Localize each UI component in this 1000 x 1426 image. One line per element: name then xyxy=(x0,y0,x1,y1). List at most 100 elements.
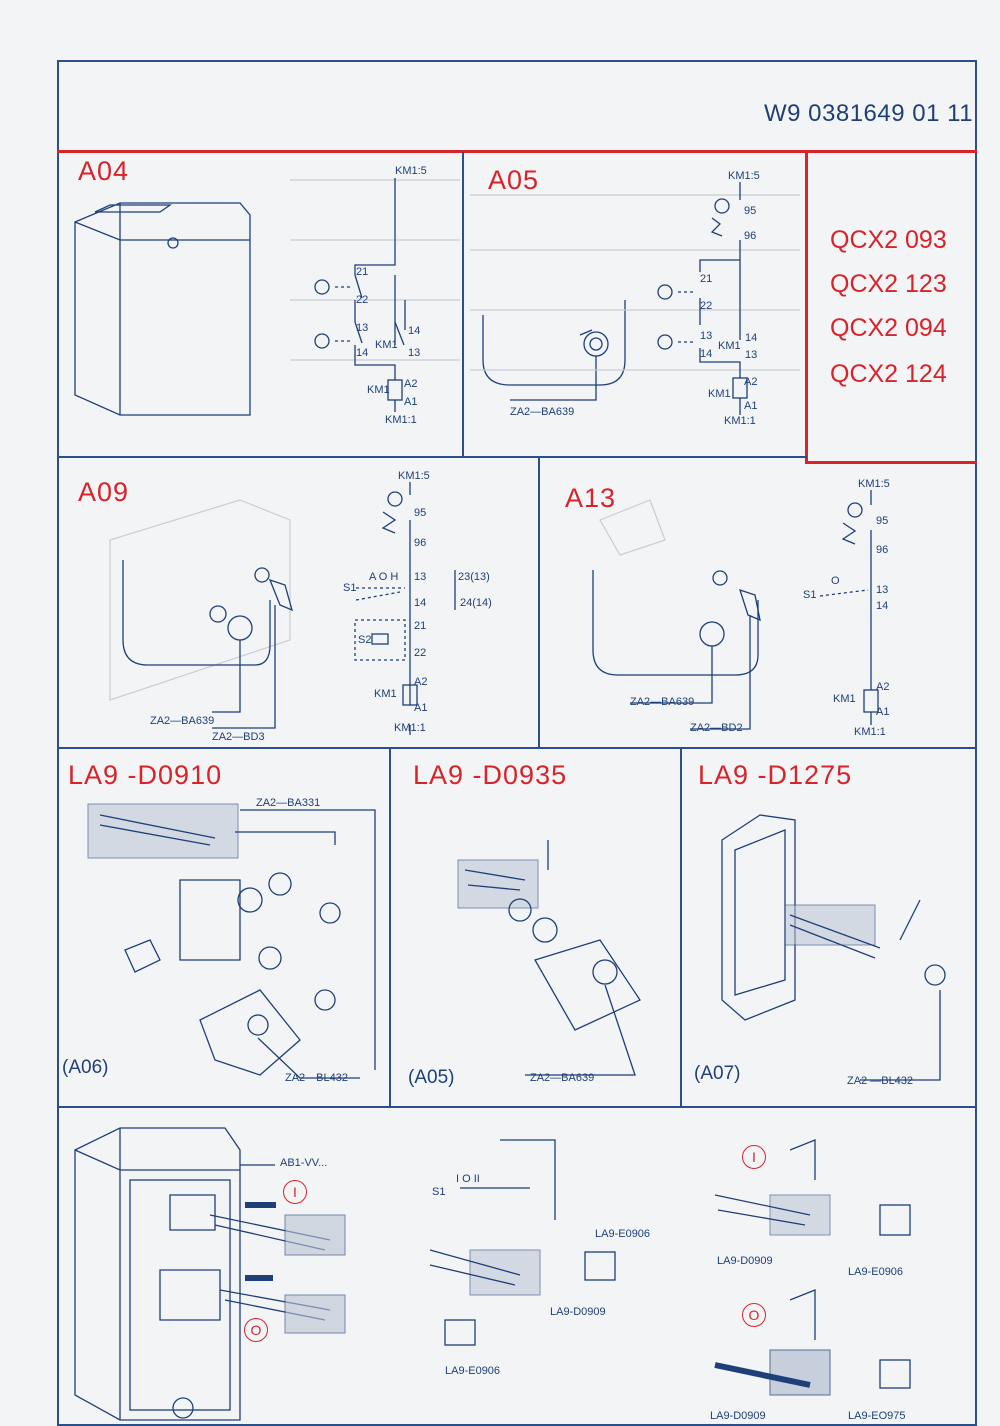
page-frame xyxy=(57,60,977,1426)
red-divider-vertical xyxy=(805,150,808,462)
a09-km-bottom: KM1:1 xyxy=(394,722,426,734)
la9-d0910-top-part: ZA2—BA331 xyxy=(256,797,321,809)
a09-t14: 14 xyxy=(414,597,427,609)
ab1-label: AB1-VV... xyxy=(280,1157,328,1169)
divider-a09-a13 xyxy=(538,458,540,748)
a05-t96: 96 xyxy=(744,230,757,242)
document-number: W9 0381649 01 11 xyxy=(764,100,974,127)
a05-t14b: 14 xyxy=(745,332,758,344)
la9-d1275-ref: (A07) xyxy=(694,1063,741,1084)
a09-t22: 22 xyxy=(414,647,427,659)
bottom-d0909a: LA9-D0909 xyxy=(550,1306,606,1318)
a13-a1: A1 xyxy=(876,706,890,718)
a05-t13: 13 xyxy=(700,330,713,342)
a04-t14: 14 xyxy=(356,347,369,359)
a13-s1: S1 xyxy=(803,589,817,601)
la9-d0910-ref: (A06) xyxy=(62,1057,109,1078)
a04-t22: 22 xyxy=(356,294,369,306)
a09-t96: 96 xyxy=(414,537,427,549)
bottom-s1: S1 xyxy=(432,1186,446,1198)
a05-a2: A2 xyxy=(744,376,758,388)
bottom-switch-positions: I O II xyxy=(456,1173,480,1185)
la9-d0935-title: LA9 -D0935 xyxy=(413,760,568,790)
a04-km-top: KM1:5 xyxy=(395,165,427,177)
a13-t14: 14 xyxy=(876,600,889,612)
a05-a1: A1 xyxy=(744,400,758,412)
a04-km-bottom: KM1:1 xyxy=(385,414,417,426)
divider-row3 xyxy=(57,1106,977,1108)
a09-part1: ZA2—BA639 xyxy=(150,715,215,727)
divider-d0935-d1275 xyxy=(680,749,682,1107)
a13-title: A13 xyxy=(565,483,617,513)
a13-km-bottom: KM1:1 xyxy=(854,726,886,738)
a13-km-top: KM1:5 xyxy=(858,478,890,490)
a04-t21: 21 xyxy=(356,266,369,278)
la9-d0935-ref: (A05) xyxy=(408,1067,455,1088)
a05-km1-coil: KM1 xyxy=(708,388,731,400)
a09-t21: 21 xyxy=(414,620,427,632)
la9-d0935-bottom-part: ZA2—BA639 xyxy=(530,1072,595,1084)
a04-a2: A2 xyxy=(404,378,418,390)
divider-row2 xyxy=(57,747,977,749)
la9-d1275-title: LA9 -D1275 xyxy=(698,760,853,790)
a13-part1: ZA2—BA639 xyxy=(630,696,695,708)
bottom-e0906b: LA9-E0906 xyxy=(445,1365,501,1377)
a04-km1-coil: KM1 xyxy=(367,384,390,396)
a09-a2: A2 xyxy=(414,676,428,688)
model-4: QCX2 124 xyxy=(830,360,947,388)
a09-t13: 13 xyxy=(414,571,427,583)
a13-t96: 96 xyxy=(876,544,889,556)
a05-t13b: 13 xyxy=(745,349,758,361)
a05-t22: 22 xyxy=(700,300,713,312)
on-circle-right: I xyxy=(742,1145,766,1169)
bottom-e0906a: LA9-E0906 xyxy=(595,1228,651,1240)
off-circle-right: O xyxy=(742,1303,766,1327)
a05-t95: 95 xyxy=(744,205,757,217)
a04-title: A04 xyxy=(78,156,130,186)
a13-t95: 95 xyxy=(876,515,889,527)
a05-km1-contact: KM1 xyxy=(718,340,741,352)
a09-title: A09 xyxy=(78,477,130,507)
on-circle-left: I xyxy=(283,1180,307,1204)
bottom-e0975: LA9-EO975 xyxy=(848,1410,906,1422)
a13-t13: 13 xyxy=(876,584,889,596)
divider-a04-a05 xyxy=(462,152,464,457)
a05-part: ZA2—BA639 xyxy=(510,406,575,418)
a09-km1: KM1 xyxy=(374,688,397,700)
bottom-d0909b: LA9-D0909 xyxy=(717,1255,773,1267)
divider-row1 xyxy=(57,456,807,458)
a09-part2: ZA2—BD3 xyxy=(212,731,265,743)
a09-s1: S1 xyxy=(343,582,357,594)
a09-t23: 23(13) xyxy=(458,571,490,583)
model-1: QCX2 093 xyxy=(830,226,947,254)
a05-km-bottom: KM1:1 xyxy=(724,415,756,427)
a04-t13: 13 xyxy=(356,322,369,334)
a09-s2: S2 xyxy=(358,634,372,646)
a13-part2: ZA2—BD2 xyxy=(690,722,743,734)
bottom-e0906c: LA9-E0906 xyxy=(848,1266,904,1278)
a04-a1: A1 xyxy=(404,396,418,408)
a09-t24: 24(14) xyxy=(460,597,492,609)
la9-d0910-title: LA9 -D0910 xyxy=(68,760,223,790)
a05-km-top: KM1:5 xyxy=(728,170,760,182)
a05-t14: 14 xyxy=(700,348,713,360)
a09-t95: 95 xyxy=(414,507,427,519)
a05-title: A05 xyxy=(488,165,540,195)
model-3: QCX2 094 xyxy=(830,314,947,342)
a09-a1: A1 xyxy=(414,702,428,714)
red-divider-top xyxy=(57,150,977,153)
model-2: QCX2 123 xyxy=(830,270,947,298)
